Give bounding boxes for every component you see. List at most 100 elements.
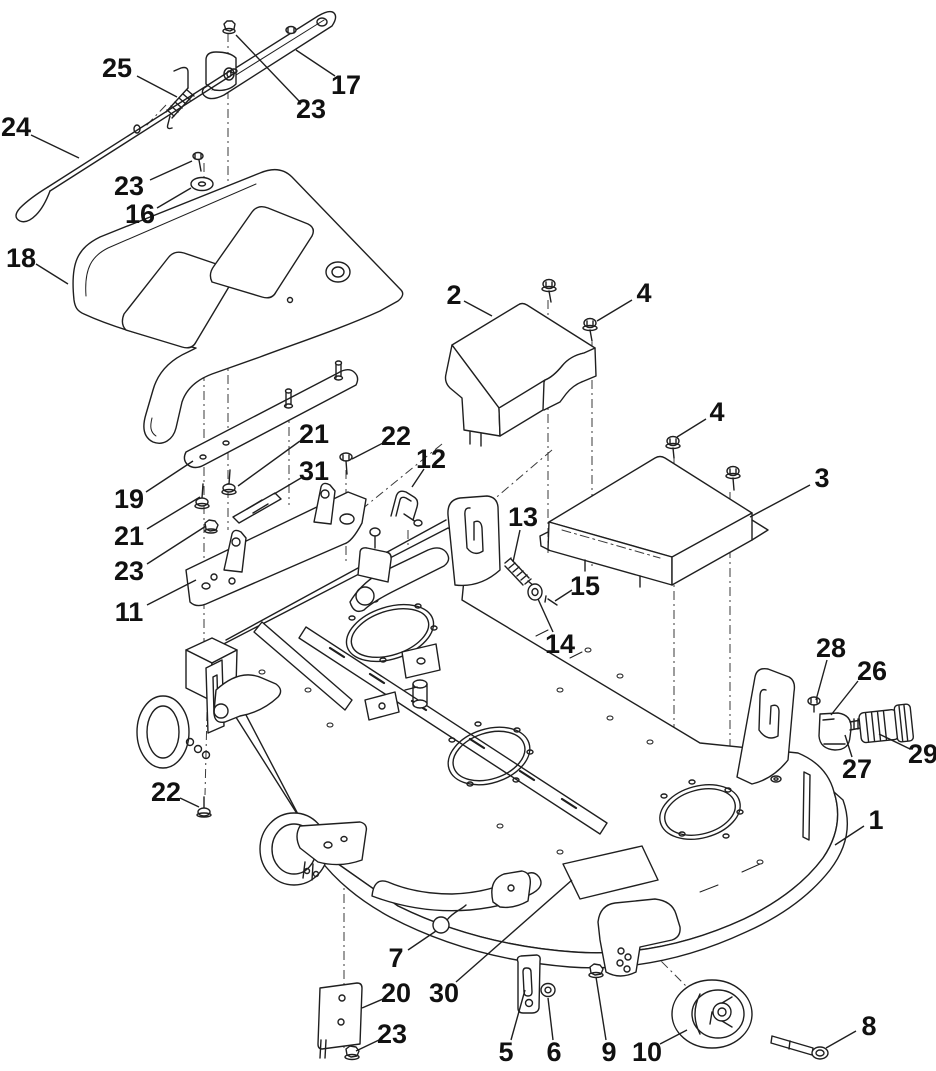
leader-line-17	[295, 49, 336, 77]
handle-12	[390, 490, 423, 527]
callout-label-2-7: 2	[446, 280, 461, 310]
cover-3	[539, 455, 769, 588]
leader-line-25	[136, 75, 178, 98]
plate-20	[317, 982, 363, 1059]
mount-post-right	[736, 667, 796, 785]
callout-label-12-13: 12	[416, 444, 446, 474]
bolts-21	[194, 469, 237, 510]
callout-label-16-5: 16	[125, 199, 155, 229]
callout-label-23-31: 23	[377, 1019, 407, 1049]
callout-label-25-0: 25	[102, 53, 132, 83]
leader-line-1	[834, 825, 865, 846]
rod-24	[15, 68, 238, 223]
bracket-17	[201, 10, 337, 100]
spring-13	[504, 557, 535, 587]
callout-label-29-25: 29	[908, 739, 936, 769]
callout-label-23-4: 23	[114, 171, 144, 201]
callout-label-1-26: 1	[868, 805, 883, 835]
leader-line-14	[537, 598, 554, 633]
callout-label-22-12: 22	[381, 421, 411, 451]
belt-cover-18	[72, 168, 404, 444]
leader-line-18	[35, 263, 69, 285]
plate-19	[183, 360, 359, 469]
front-brackets	[371, 845, 681, 977]
leader-line-6	[547, 997, 554, 1041]
leader-line-29	[878, 733, 911, 750]
bolt-28	[807, 696, 821, 713]
center-hardware	[364, 643, 441, 721]
cover-2	[444, 302, 597, 447]
hanger-bracket-center	[597, 898, 681, 977]
wheel-10	[671, 979, 753, 1049]
callout-label-20-29: 20	[381, 978, 411, 1008]
caster-assembly-front-left	[259, 812, 368, 886]
callout-label-26-23: 26	[857, 656, 887, 686]
leader-line-27	[844, 734, 853, 758]
leader-line-26	[830, 680, 859, 716]
callout-label-15-20: 15	[570, 571, 600, 601]
pivot-lug-right	[313, 482, 336, 525]
pin-15	[544, 595, 558, 606]
bolts-4	[541, 278, 741, 491]
leader-line-23	[355, 1039, 380, 1052]
elbow-fitting-26-27	[818, 712, 862, 751]
spring-25	[165, 66, 195, 130]
callout-label-28-22: 28	[816, 633, 846, 663]
callout-label-23-1: 23	[296, 94, 326, 124]
callout-label-7-28: 7	[388, 943, 403, 973]
decal-31	[232, 492, 282, 524]
caster-assembly-rear-left	[136, 637, 282, 769]
cover-opening-right	[209, 205, 315, 299]
mount-post-center	[447, 495, 501, 587]
leader-line-3	[749, 484, 811, 518]
caster-arm-left	[213, 674, 282, 723]
leader-line-21	[146, 496, 201, 530]
callout-label-23-17: 23	[114, 556, 144, 586]
callout-label-4-8: 4	[636, 278, 651, 308]
leader-line-23	[146, 525, 207, 565]
callout-label-13-19: 13	[508, 502, 538, 532]
cover-knob	[325, 261, 351, 283]
leader-line-19	[145, 460, 194, 493]
callout-label-30-30: 30	[429, 978, 459, 1008]
leader-line-23	[235, 34, 300, 102]
spindle-opening-right	[659, 779, 744, 840]
leader-line-5	[510, 989, 526, 1041]
discharge-cover-30	[562, 845, 659, 900]
coupler-29	[858, 703, 915, 744]
leader-line-12	[411, 468, 425, 488]
callout-label-14-21: 14	[545, 629, 575, 659]
nut-9	[588, 963, 604, 979]
callout-label-5-32: 5	[498, 1037, 513, 1067]
leader-line-10	[659, 1029, 688, 1045]
callout-label-3-10: 3	[814, 463, 829, 493]
leader-line-30	[455, 879, 573, 983]
leader-line-13	[512, 529, 521, 563]
leader-line-8	[825, 1030, 857, 1049]
leader-line-24	[30, 134, 80, 159]
leader-line-15	[554, 589, 573, 602]
leader-line-28	[815, 659, 828, 701]
nut-23-top	[222, 20, 236, 35]
washer-6	[540, 982, 556, 998]
plate-11	[185, 482, 367, 607]
callout-label-22-27: 22	[151, 777, 181, 807]
spindle-opening-center	[447, 721, 534, 787]
leader-line-4	[676, 418, 707, 438]
washdown-port	[807, 696, 915, 751]
callout-label-19-15: 19	[114, 484, 144, 514]
leader-line-22	[351, 442, 384, 460]
caster-wheel-left	[136, 695, 190, 769]
leader-line-9	[595, 976, 607, 1041]
washer-16	[190, 176, 214, 192]
bolt-22-lower	[196, 796, 212, 818]
leader-line-7	[407, 930, 437, 951]
leader-line-4	[596, 299, 633, 322]
leader-line-11	[146, 579, 197, 606]
callout-label-4-9: 4	[709, 397, 724, 427]
bolt-23-mid	[192, 151, 204, 172]
callout-label-21-11: 21	[299, 419, 329, 449]
callout-label-27-24: 27	[842, 754, 872, 784]
